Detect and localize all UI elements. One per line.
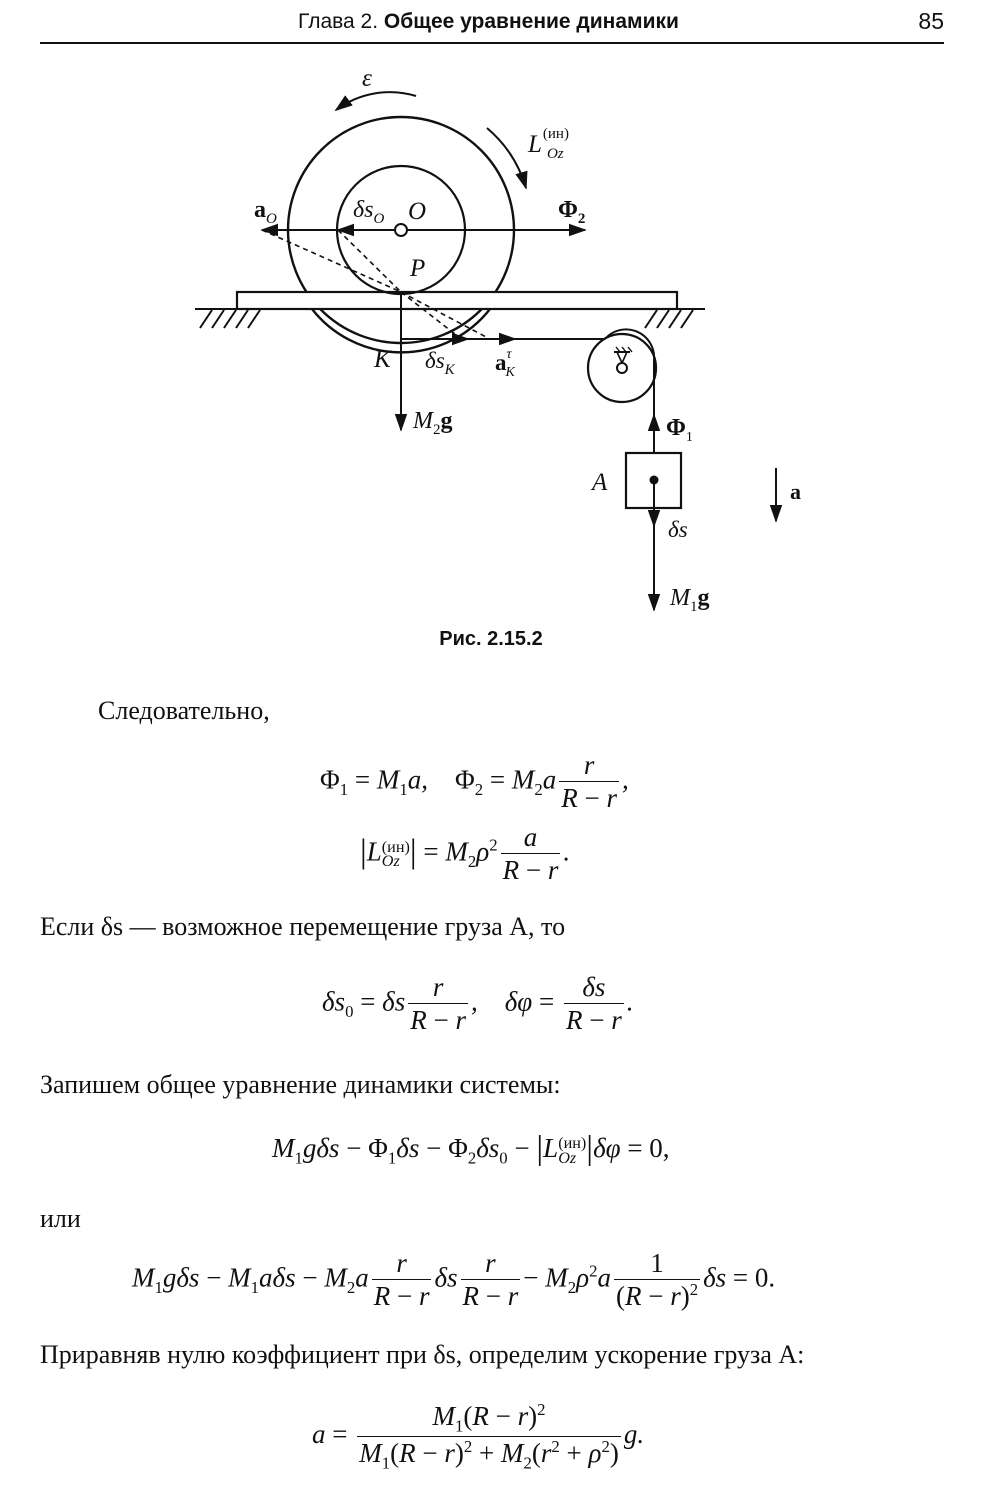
center-O	[394, 223, 408, 237]
pulley	[586, 332, 658, 404]
label-M2g: M2g	[412, 408, 453, 438]
chapter-title: Глава 2. Общее уравнение динамики	[298, 10, 679, 33]
label-a: a	[790, 479, 801, 504]
label-O: O	[408, 198, 426, 225]
equation-4: M1gδs − Φ1δs − Φ2δs0 − |L(ин)Oz|δφ = 0,	[272, 1130, 670, 1168]
label-Phi2: Φ2	[558, 197, 585, 227]
ground-hatching-right	[640, 308, 705, 329]
label-P: P	[409, 255, 425, 282]
label-aO: aO	[254, 197, 277, 227]
label-epsilon: ε	[362, 65, 372, 92]
label-dsK: δsK	[425, 348, 456, 378]
running-header: Глава 2. Общее уравнение динамики 85	[40, 4, 944, 44]
label-K: K	[373, 346, 392, 373]
figure-caption: Рис. 2.15.2	[439, 628, 543, 650]
paragraph-1: Следовательно,	[98, 696, 270, 725]
label-ds: δs	[668, 517, 688, 542]
label-L-inertia: L(ин)Oz	[527, 126, 569, 162]
ground-hatching-left	[195, 308, 262, 329]
paragraph-3: Запишем общее уравнение динамики системы…	[40, 1070, 561, 1099]
label-M1g: M1g	[669, 585, 710, 615]
page-number: 85	[918, 8, 944, 34]
paragraph-4: или	[40, 1204, 81, 1233]
paragraph-2: Если δs — возможное перемещение груза A,…	[40, 912, 566, 941]
label-Phi1: Φ1	[666, 415, 693, 445]
paragraph-5: Приравняв нулю коэффициент при δs, опред…	[40, 1340, 805, 1369]
rail-plank	[235, 290, 679, 311]
label-A: A	[590, 469, 608, 496]
label-dsO: δsO	[353, 197, 385, 227]
